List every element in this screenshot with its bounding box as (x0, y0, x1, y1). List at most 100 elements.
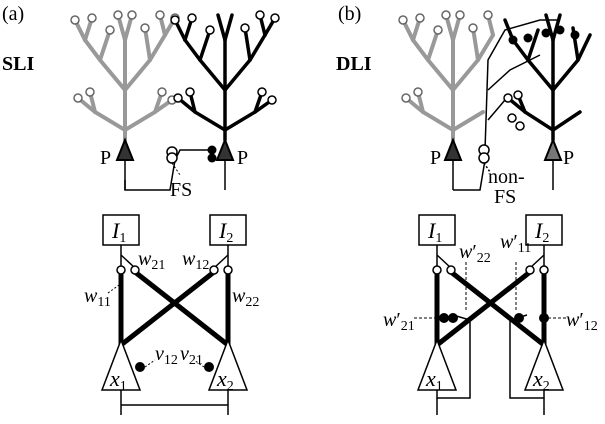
w22-sym: w (232, 285, 246, 307)
svg-text:I1: I1 (427, 218, 442, 246)
right-pyramidal-label: P (237, 147, 248, 169)
panel-b: (b) DLI P (336, 3, 598, 415)
panel-a: (a) SLI P (2, 3, 280, 415)
b-inhib-synapse-1 (448, 313, 458, 323)
svg-text:w′21: w′21 (383, 309, 415, 334)
b-left-pyramidal-dendrites (401, 13, 495, 142)
i1-sym: I (111, 218, 121, 243)
v21-sub: 21 (189, 353, 203, 368)
svg-text:x2: x2 (532, 366, 550, 394)
b-w22-sym: w (459, 241, 473, 263)
b-i1-sub: 1 (435, 231, 442, 246)
b-i2-sym: I (534, 218, 544, 243)
svg-text:I1: I1 (111, 218, 126, 246)
v21-sym: v (180, 343, 189, 365)
i2-sym: I (218, 218, 228, 243)
edge-w12 (118, 269, 217, 348)
b-i2-sub: 2 (542, 231, 549, 246)
b-w12-prime: ′ (579, 309, 583, 331)
network-b: I1 I2 (383, 214, 598, 415)
panel-b-name: DLI (336, 53, 372, 75)
svg-text:w11: w11 (84, 285, 111, 310)
b-right-pyramidal-soma (543, 137, 563, 161)
i1-sub: 1 (119, 231, 126, 246)
non-fs-label-line1: non- (488, 166, 525, 188)
b-w11-sub: 11 (518, 241, 531, 256)
b-x2-sub: 2 (543, 379, 550, 394)
b-x2-sym: x (532, 366, 543, 391)
b-left-pyramidal-synapses (398, 10, 493, 103)
b-w11-sym: w (500, 231, 514, 253)
svg-text:w′11: w′11 (500, 231, 531, 256)
right-pyramidal-soma (215, 137, 235, 161)
input-box-i2 (209, 214, 247, 246)
svg-text:I2: I2 (218, 218, 233, 246)
svg-text:w′22: w′22 (459, 241, 491, 266)
x2-sub: 2 (227, 379, 234, 394)
b-i1-sym: I (427, 218, 437, 243)
svg-text:w21: w21 (138, 248, 165, 273)
b-right-pyramidal-distal-synapses (508, 25, 580, 45)
edge-w21 (132, 269, 231, 348)
x1-sym: x (109, 366, 120, 391)
svg-text:v21: v21 (180, 343, 203, 368)
svg-text:x1: x1 (425, 366, 443, 394)
b-w22-sub: 22 (477, 251, 491, 266)
b-right-pyramidal-label: P (563, 147, 574, 169)
w22-sub: 22 (245, 295, 259, 310)
b-w11-prime: ′ (513, 231, 517, 253)
svg-text:x1: x1 (109, 366, 127, 394)
w11-sym: w (84, 285, 98, 307)
non-fs-label-line2: FS (494, 186, 516, 208)
w12-sym: w (182, 248, 196, 270)
non-fs-interneuron (453, 19, 560, 191)
panel-a-tag: (a) (2, 3, 24, 25)
b-w21-sub: 21 (401, 319, 415, 334)
w11-sub: 11 (97, 295, 110, 310)
right-pyramidal-synapses (170, 10, 280, 105)
b-inhib-synapse-2 (439, 313, 449, 323)
w12-sub: 12 (195, 258, 209, 273)
left-pyramidal-soma (115, 137, 135, 161)
b-w22-prime: ′ (472, 241, 476, 263)
b-w21-prime: ′ (396, 309, 400, 331)
svg-text:v12: v12 (155, 343, 178, 368)
b-input-box-i1 (418, 214, 456, 246)
fs-interneuron (124, 146, 210, 191)
b-x1-sym: x (425, 366, 436, 391)
b-left-pyramidal-soma (443, 137, 463, 161)
v12-sym: v (155, 343, 164, 365)
panel-a-name: SLI (2, 53, 34, 75)
fs-inhibitory-synapses (207, 145, 217, 163)
fs-label: FS (170, 179, 192, 201)
svg-text:x2: x2 (216, 366, 234, 394)
b-w21-sym: w (383, 309, 397, 331)
inhib-synapse-v12 (135, 362, 145, 372)
b-w12-sym: w (566, 309, 580, 331)
x2-sym: x (216, 366, 227, 391)
svg-text:w′12: w′12 (566, 309, 598, 334)
weight-labels-a: w11 w21 w12 w22 v12 v21 (84, 248, 259, 368)
x1-sub: 1 (120, 379, 127, 394)
left-pyramidal-label: P (100, 147, 111, 169)
b-right-pyramidal-proximal-synapses (503, 90, 525, 131)
w21-sub: 21 (151, 258, 165, 273)
b-output-triangle-x2 (523, 337, 565, 391)
b-left-pyramidal-label: P (430, 147, 441, 169)
b-output-triangle-x1 (416, 337, 458, 391)
svg-text:I2: I2 (534, 218, 549, 246)
svg-text:w22: w22 (232, 285, 259, 310)
left-pyramidal-dendrites (73, 13, 177, 142)
w21-sym: w (138, 248, 152, 270)
b-w12-sub: 12 (584, 319, 598, 334)
inhib-synapse-v21 (204, 362, 214, 372)
svg-text:w12: w12 (182, 248, 209, 273)
network-a: I1 I2 x1 x2 (84, 214, 259, 415)
weight-labels-b: w′22 w′11 w′21 w′12 (383, 231, 598, 334)
b-inhib-synapse-3 (514, 313, 524, 323)
panel-b-tag: (b) (338, 3, 361, 25)
i2-sub: 2 (226, 231, 233, 246)
b-x1-sub: 1 (436, 379, 443, 394)
b-inhib-synapse-4 (539, 313, 549, 323)
